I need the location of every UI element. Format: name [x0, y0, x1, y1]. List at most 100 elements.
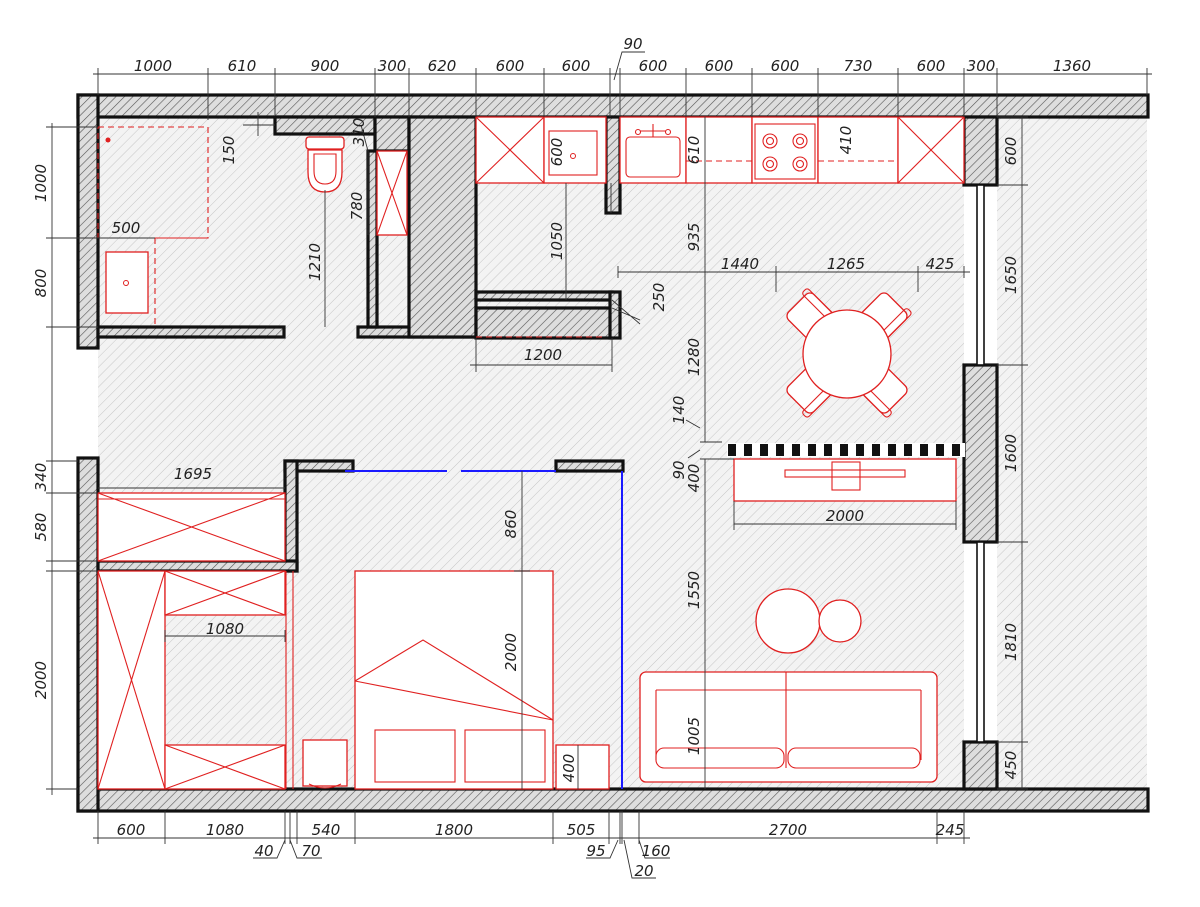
radiator-fin [856, 444, 864, 456]
pillow-left [374, 729, 456, 783]
dim-right-450: 450 [1002, 751, 1020, 780]
walls [76, 93, 1150, 813]
dim-dining-1265: 1265 [827, 255, 865, 273]
dim-kitchen-610: 610 [685, 136, 703, 165]
dimension-lines [46, 51, 1152, 879]
storage-wall-upper [474, 290, 614, 302]
dining-table [802, 309, 892, 399]
dim-bottom-1080: 1080 [206, 821, 244, 839]
wardrobe-niche-wall [96, 559, 299, 573]
kitchen-counter-right [817, 116, 899, 184]
stove-icon [751, 116, 819, 184]
bedroom-wall-top-right [554, 459, 625, 473]
dim-living-1005: 1005 [685, 717, 703, 755]
kitchen-stub [608, 290, 622, 340]
nightstand [555, 744, 610, 790]
radiator-fin [888, 444, 896, 456]
dim-bottom-70: 70 [301, 842, 320, 860]
bed [354, 570, 554, 790]
facade-pier-middle [962, 363, 999, 544]
dim-bath-500: 500 [112, 219, 141, 237]
dim-right-600: 600 [1002, 137, 1020, 166]
dim-dining-400: 400 [685, 464, 703, 493]
window-living [976, 541, 985, 743]
dim-kitchen-410: 410 [837, 126, 855, 155]
dim-tv-2000: 2000 [826, 507, 864, 525]
radiator-fin [760, 444, 768, 456]
dim-bottom-20: 20 [634, 862, 653, 880]
dim-top-900: 900 [311, 57, 340, 75]
dim-bedroom-1080: 1080 [206, 620, 244, 638]
glass-partition [345, 470, 623, 789]
dim-dining-1280: 1280 [685, 338, 703, 376]
tv-unit [733, 458, 957, 502]
radiator-fin [808, 444, 816, 456]
kitchen-divider [604, 115, 622, 215]
radiator-fin [872, 444, 880, 456]
facade-pier-bottom [962, 740, 999, 791]
dim-top-300-b: 300 [967, 57, 996, 75]
dim-top-600-f: 600 [917, 57, 946, 75]
dim-right-1810: 1810 [1002, 623, 1020, 661]
dim-bedroom-860: 860 [502, 510, 520, 539]
dim-living-1550: 1550 [685, 571, 703, 609]
dim-dining-140: 140 [670, 396, 688, 425]
bathroom-niche-top [373, 115, 411, 153]
radiator-fin [776, 444, 784, 456]
radiator-fin [936, 444, 944, 456]
bedroom-wall-side [283, 459, 299, 573]
dim-top-730: 730 [844, 57, 873, 75]
bathroom-wall-bottom-left [96, 325, 286, 339]
dim-bed-2000: 2000 [502, 633, 520, 671]
dim-dining-1440: 1440 [721, 255, 759, 273]
radiator-fin [952, 444, 960, 456]
kitchen-sink-icon [619, 116, 687, 184]
shower-drain-icon [105, 137, 111, 143]
dim-dining-425: 425 [926, 255, 955, 273]
radiator-fin [744, 444, 752, 456]
dim-left-800: 800 [32, 269, 50, 298]
dim-bottom-2700: 2700 [769, 821, 807, 839]
dim-top-600-e: 600 [771, 57, 800, 75]
pillow-right [464, 729, 546, 783]
dim-top-300: 300 [378, 57, 407, 75]
dim-left-340: 340 [32, 463, 50, 492]
dim-top-1000: 1000 [134, 57, 172, 75]
dim-top-90: 90 [623, 35, 642, 53]
dim-left-580: 580 [32, 513, 50, 542]
dining-set [786, 288, 912, 418]
dim-dining-90: 90 [670, 460, 688, 479]
bathroom-partition [366, 149, 379, 329]
washbasin-drain-icon [123, 280, 129, 286]
dim-top-600-b: 600 [562, 57, 591, 75]
bedroom-chair [302, 739, 348, 787]
dim-top-600-d: 600 [705, 57, 734, 75]
dimension-labels: 1000 610 900 300 620 600 600 90 600 600 … [32, 35, 1091, 880]
storage-wall-lower [474, 306, 614, 340]
wall-left-upper [76, 93, 100, 350]
dim-bottom-95: 95 [586, 842, 605, 860]
radiator-fin [792, 444, 800, 456]
shaft [407, 115, 478, 339]
radiator [727, 443, 965, 457]
facade-pier-top [962, 115, 999, 187]
bathroom-fixtures [97, 126, 408, 327]
dim-kitchen-1200: 1200 [524, 346, 562, 364]
dim-right-1600: 1600 [1002, 434, 1020, 472]
dim-left-1000: 1000 [32, 164, 50, 202]
dim-top-600-a: 600 [496, 57, 525, 75]
wall-left-lower [76, 456, 100, 813]
living-furniture [639, 588, 938, 783]
dim-bath-1210: 1210 [306, 243, 324, 281]
dim-bath-780: 780 [348, 192, 366, 221]
dim-kitchen-935: 935 [685, 223, 703, 252]
window-kitchen [976, 184, 985, 366]
dim-bath-150: 150 [220, 136, 238, 165]
radiator-fin [728, 444, 736, 456]
radiator-fin [920, 444, 928, 456]
dim-bottom-600: 600 [117, 821, 146, 839]
wall-bottom [76, 787, 1150, 813]
dim-top-610: 610 [228, 57, 257, 75]
dim-bottom-540: 540 [312, 821, 341, 839]
